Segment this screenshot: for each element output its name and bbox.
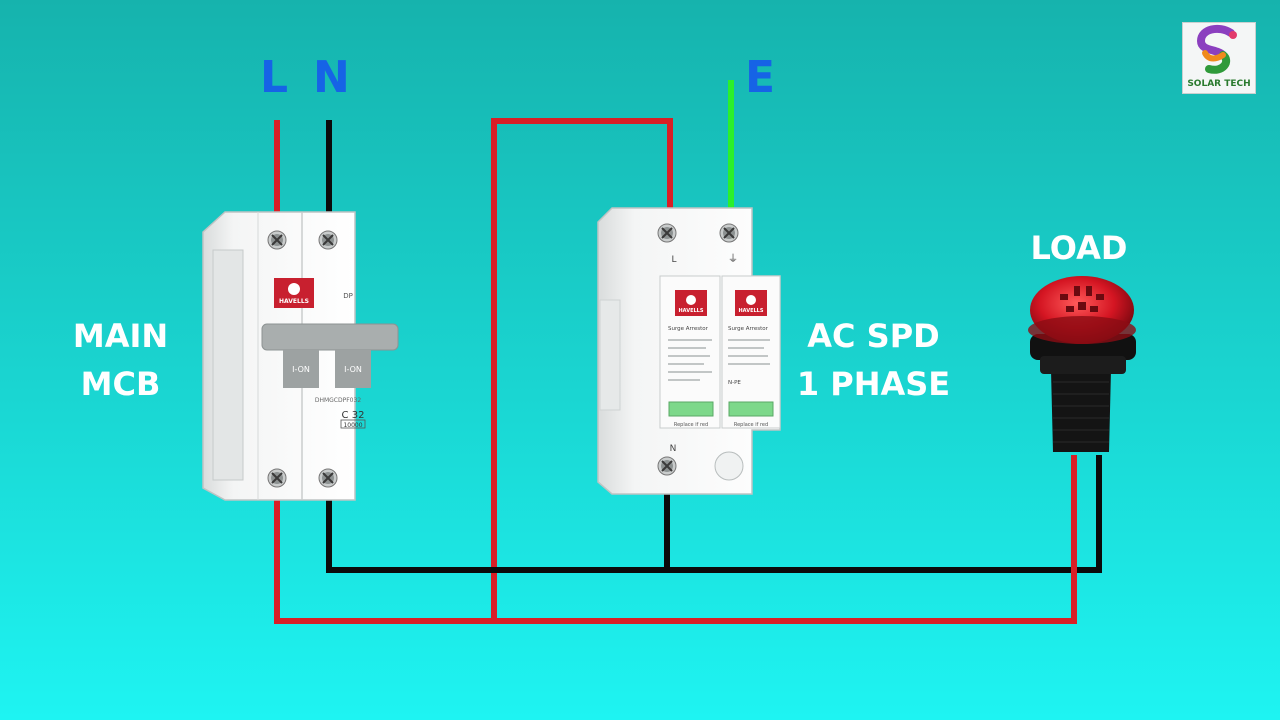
spd-module-title-left: Surge Arrestor (668, 326, 709, 332)
solar-tech-logo: SOLAR TECH (1182, 22, 1256, 94)
live-spd-loop-wire (491, 118, 673, 624)
load-lamp (1028, 276, 1136, 452)
wires (274, 80, 1102, 624)
mcb-pole-left-label: I-ON (292, 365, 310, 374)
mcb-brand-text: HAVELLS (279, 298, 309, 305)
main-mcb-label-line2: MCB (80, 365, 161, 403)
main-mcb: HAVELLS DP I-ON I-ON DHMGCDPF032 C 32 10… (202, 211, 399, 501)
mcb-pole-right-label: I-ON (344, 365, 362, 374)
solar-tech-logo-text: SOLAR TECH (1187, 79, 1251, 89)
solar-tech-logo-icon (1196, 24, 1237, 74)
main-mcb-label: MAIN MCB (48, 312, 193, 408)
spd-terminal-n: N (670, 444, 677, 454)
spd-brand-text-left: HAVELLS (679, 308, 704, 314)
spd-replace-left: Replace if red (674, 422, 708, 428)
mcb-model-text: DHMGCDPF032 (315, 397, 361, 404)
neutral-label: N (313, 52, 350, 103)
mcb-toggle-handle[interactable] (261, 323, 399, 351)
spd-brand-text-right: HAVELLS (739, 308, 764, 314)
load-label: LOAD (1030, 229, 1128, 267)
ac-spd-label-line1: AC SPD (807, 317, 940, 355)
earth-symbol-icon: ⏚ (728, 253, 738, 265)
ac-spd: L N ⏚ HAVELLS HAVELLS Surge Arrestor Sur… (597, 207, 781, 495)
spd-module-title-right: Surge Arrestor (728, 326, 769, 332)
spd-indicator-left (668, 401, 714, 417)
mcb-rating-text: C 32 (342, 410, 365, 421)
ac-spd-label: AC SPD 1 PHASE (786, 312, 961, 408)
neutral-bus-wire (326, 455, 1102, 573)
earth-label: E (745, 52, 776, 103)
mcb-dp-mark: DP (343, 292, 353, 300)
live-bus-wire (274, 455, 1077, 624)
spd-indicator-right (728, 401, 774, 417)
line-label: L (260, 52, 289, 103)
spd-replace-right: Replace if red (734, 422, 768, 428)
spd-module-np: N-PE (728, 380, 741, 386)
ac-spd-label-line2: 1 PHASE (796, 365, 951, 403)
spd-terminal-l: L (671, 255, 676, 265)
mcb-breaking-capacity: 10000 (343, 422, 362, 429)
main-mcb-label-line1: MAIN (72, 317, 169, 355)
spd-test-button[interactable] (714, 451, 744, 481)
